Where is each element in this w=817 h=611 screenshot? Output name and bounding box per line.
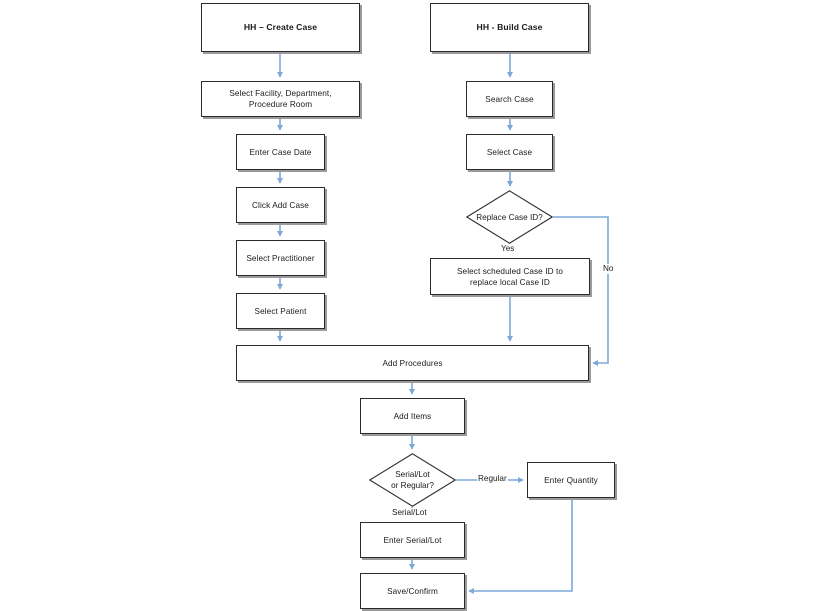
node-select_case: Select Case	[466, 134, 553, 170]
node-select_practitioner: Select Practitioner	[236, 240, 325, 276]
edge-qty-to-save	[468, 498, 573, 595]
edge-label-regular_label: Regular	[477, 474, 508, 484]
node-select_scheduled: Select scheduled Case ID to replace loca…	[430, 258, 590, 295]
node-label: Search Case	[485, 94, 534, 104]
node-label: HH – Create Case	[243, 22, 318, 32]
node-label: Add Procedures	[382, 358, 443, 368]
node-select_patient: Select Patient	[236, 293, 325, 329]
node-add_items: Add Items	[360, 398, 465, 434]
node-label: Add Items	[393, 411, 432, 421]
node-label: Select Case	[486, 147, 533, 157]
node-label: Click Add Case	[252, 200, 309, 210]
node-label: Select Practitioner	[246, 253, 315, 263]
node-select_facility: Select Facility, Department, Procedure R…	[201, 81, 360, 117]
node-label: Select Facility, Department, Procedure R…	[229, 89, 332, 109]
node-label: Enter Case Date	[249, 147, 312, 157]
node-add_procedures: Add Procedures	[236, 345, 589, 381]
decision-serial_or_regular: Serial/Lot or Regular?	[368, 453, 457, 507]
decision-outline	[368, 453, 457, 507]
node-label: HH - Build Case	[476, 22, 543, 32]
decision-outline	[465, 190, 554, 244]
node-search_case: Search Case	[466, 81, 553, 117]
node-create_case: HH – Create Case	[201, 3, 360, 52]
edge-label-yes_label: Yes	[500, 244, 516, 254]
node-label: Enter Serial/Lot	[383, 535, 442, 545]
node-build_case: HH - Build Case	[430, 3, 589, 52]
node-label: Select scheduled Case ID to replace loca…	[456, 266, 563, 287]
decision-replace_case_id: Replace Case ID?	[465, 190, 554, 244]
node-label: Enter Quantity	[544, 475, 598, 485]
edge-decision-no-to-procedures	[553, 216, 609, 367]
node-enter_case_date: Enter Case Date	[236, 134, 325, 170]
node-save_confirm: Save/Confirm	[360, 573, 465, 609]
node-enter_serial_lot: Enter Serial/Lot	[360, 522, 465, 558]
node-label: Select Patient	[254, 306, 307, 316]
node-label: Save/Confirm	[387, 586, 438, 596]
edge-label-seriallot_label: Serial/Lot	[391, 508, 428, 518]
edge-label-no_label: No	[602, 264, 615, 274]
node-click_add_case: Click Add Case	[236, 187, 325, 223]
node-enter_quantity: Enter Quantity	[527, 462, 615, 498]
